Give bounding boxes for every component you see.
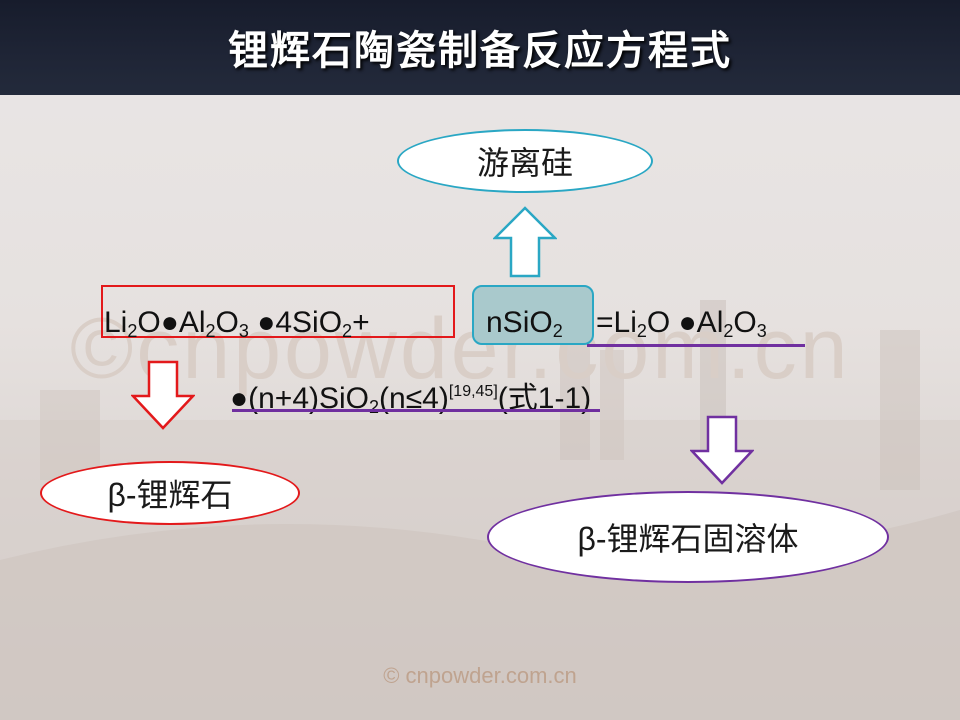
product-underline-2: [232, 409, 600, 412]
up-arrow-icon: [493, 206, 557, 278]
eq2-ref: [19,45]: [448, 383, 498, 400]
nsio2-highlight-box: [472, 285, 594, 345]
eq-right-li-sub: 2: [636, 321, 647, 341]
oval-beta-spodumene-solid-solution: β-锂辉石固溶体: [487, 491, 889, 583]
copyright-watermark: © cnpowder.com.cn: [383, 663, 577, 688]
eq-right-li: =Li: [596, 306, 637, 339]
equation-line-1-right: =Li2O ●Al2O3: [596, 306, 767, 342]
eq2-sub: 2: [369, 397, 380, 417]
eq-right-o: O: [733, 306, 757, 339]
eq-nsio-sub: 2: [552, 321, 563, 341]
eq-li: Li: [104, 306, 128, 339]
oval-beta-spodumene-label: β-锂辉石: [107, 477, 233, 513]
eq-o: O: [215, 306, 239, 339]
reactant-highlight-box: [101, 285, 455, 338]
oval-free-silicon-label: 游离硅: [476, 145, 573, 181]
eq-o-sub: 3: [238, 321, 249, 341]
title-bar: [0, 0, 960, 95]
eq-al-sub: 2: [205, 321, 216, 341]
oval-free-silicon: 游离硅: [397, 129, 653, 193]
eq-4sio: ●4SiO: [248, 306, 343, 339]
oval-beta-spodumene: β-锂辉石: [40, 461, 300, 525]
eq-li-sub: 2: [127, 321, 138, 341]
eq-o-al: O●Al: [137, 306, 206, 339]
equation-line-1-left: Li2O●Al2O3 ●4SiO2+: [104, 306, 370, 342]
background-watermark: ©cnpowder.com.cn: [70, 301, 851, 397]
slide-title: 锂辉石陶瓷制备反应方程式: [228, 29, 732, 73]
eq-right-o-al: O ●Al: [646, 306, 724, 339]
eq-sio-sub: 2: [342, 321, 353, 341]
down-arrow-red-icon: [131, 360, 195, 430]
eq-plus: +: [352, 306, 370, 339]
down-arrow-purple-icon: [690, 415, 754, 485]
product-underline-1: [587, 344, 805, 347]
eq-right-al-sub: 2: [723, 321, 734, 341]
oval-solid-solution-label: β-锂辉石固溶体: [577, 521, 799, 557]
eq-nsio: nSiO: [486, 306, 553, 339]
eq-right-o-sub: 3: [756, 321, 767, 341]
equation-nsio2: nSiO2: [486, 306, 563, 342]
